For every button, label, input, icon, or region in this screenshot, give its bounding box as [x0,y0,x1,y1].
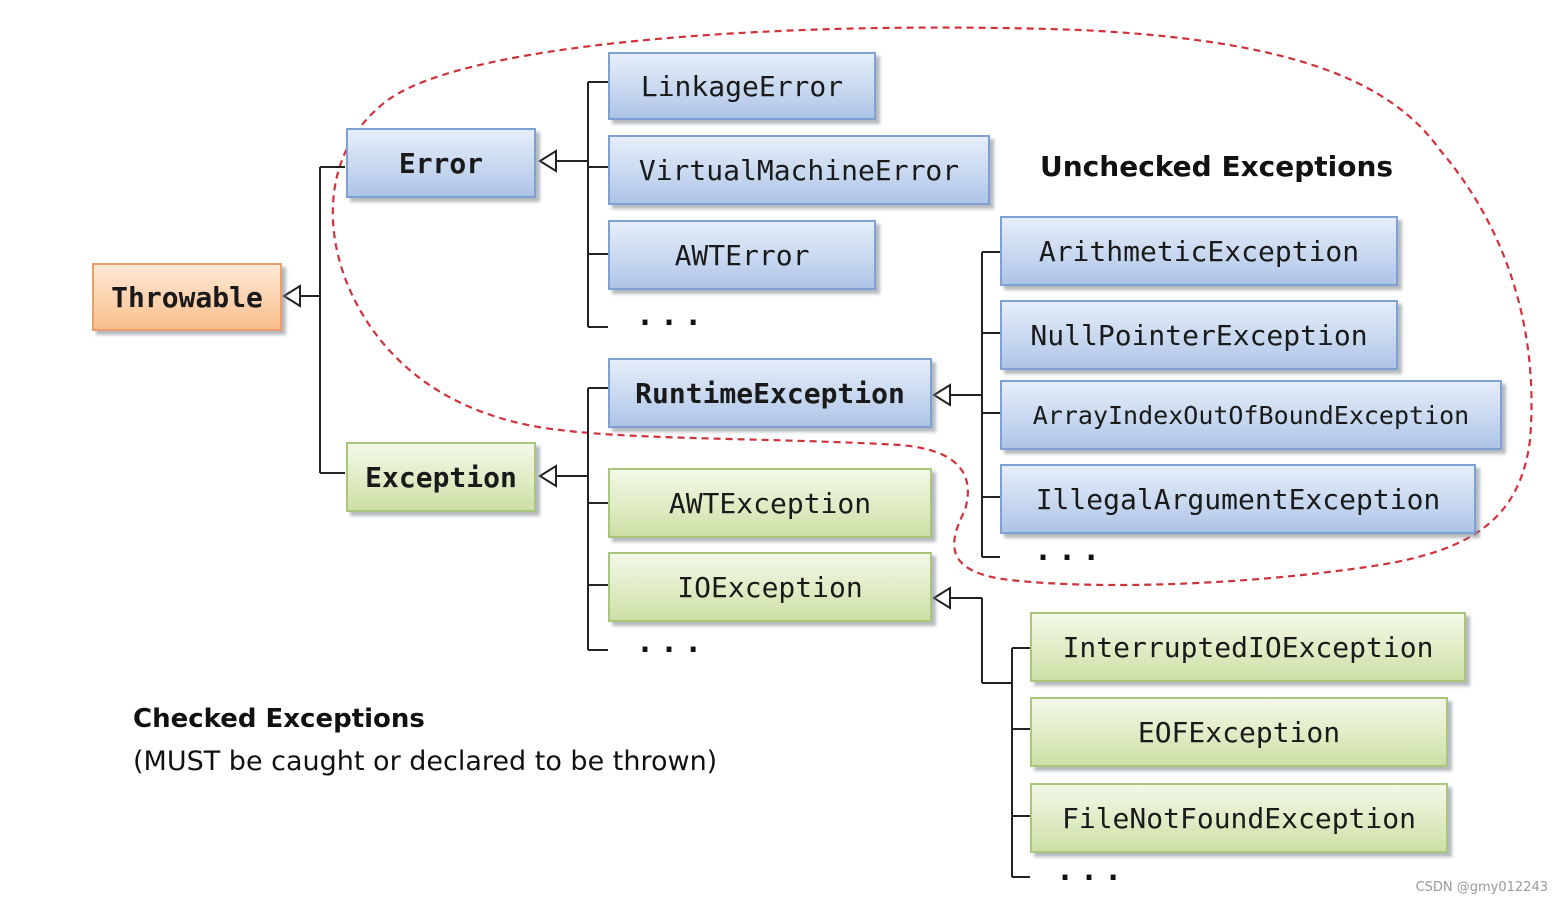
checked-exceptions-title: Checked Exceptions [133,704,425,734]
file-not-found-exception-node: FileNotFoundException [1030,783,1448,853]
throwable-connector [282,166,345,474]
runtime-exception-node: RuntimeException [608,358,932,428]
runtime-exception-connector [932,251,1000,558]
eof-exception-node: EOFException [1030,697,1448,767]
awt-error-node: AWTError [608,220,876,290]
array-index-exception-node: ArrayIndexOutOfBoundException [1000,380,1502,450]
io-exception-node: IOException [608,552,932,622]
throwable-node: Throwable [92,263,282,331]
checked-exceptions-note: (MUST be caught or declared to be thrown… [133,746,718,777]
watermark-text: CSDN @gmy012243 [1415,880,1548,895]
error-ellipsis: ... [636,298,709,333]
interrupted-io-exception-node: InterruptedIOException [1030,612,1466,682]
io-ellipsis: ... [1056,853,1129,888]
arithmetic-exception-node: ArithmeticException [1000,216,1398,286]
exception-ellipsis: ... [636,625,709,660]
unchecked-exceptions-label: Unchecked Exceptions [1040,150,1394,183]
awt-exception-node: AWTException [608,468,932,538]
null-pointer-exception-node: NullPointerException [1000,300,1398,370]
io-exception-connector [932,586,1030,878]
linkage-error-node: LinkageError [608,52,876,120]
runtime-ellipsis: ... [1034,533,1107,568]
error-connector [538,81,608,328]
illegal-argument-exception-node: IllegalArgumentException [1000,464,1476,534]
exception-connector [538,387,608,651]
exception-node: Exception [346,442,536,512]
unchecked-region-outline [331,26,1533,587]
error-node: Error [346,128,536,198]
virtual-machine-error-node: VirtualMachineError [608,135,990,205]
